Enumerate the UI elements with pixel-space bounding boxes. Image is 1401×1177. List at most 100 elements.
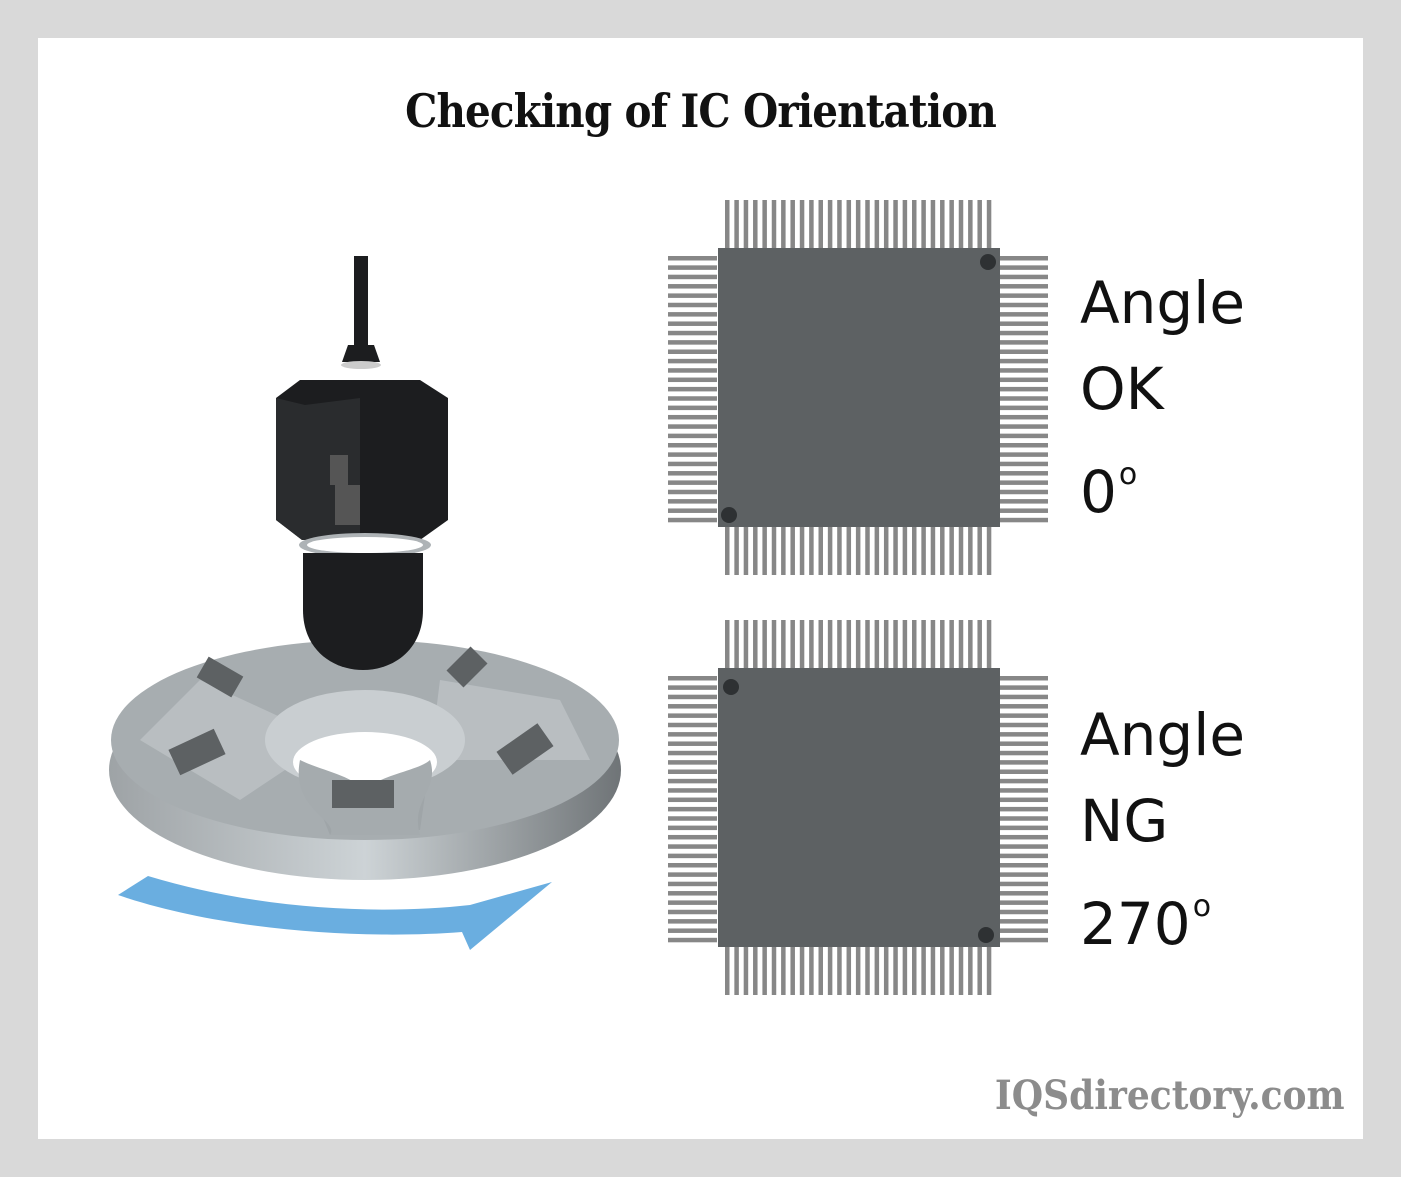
pin [1000,928,1048,933]
pin [1000,722,1048,728]
pin [1000,797,1048,803]
pin [1000,769,1048,774]
pin [668,816,717,821]
pin [781,947,786,995]
chip-body [718,248,1000,527]
pin [668,825,717,831]
pin [912,200,917,248]
pin [790,947,795,995]
pin [668,330,717,336]
pin [874,620,880,668]
pin [668,863,717,868]
pin [668,788,717,793]
pin [668,797,717,803]
pin [958,200,964,248]
ic-chip-ng [668,620,1048,995]
pin [893,947,898,995]
pin [668,750,717,756]
pin [668,517,717,523]
pin [930,200,936,248]
pin [855,527,861,575]
pin [977,947,982,995]
pin [940,200,945,248]
pin [668,937,717,943]
pin [912,947,917,995]
pin [668,694,717,700]
pin [855,200,861,248]
pin [668,293,717,298]
orientation-dot [978,927,994,943]
pin [781,620,786,668]
pin [1000,825,1048,831]
chip-ng-label: Angle NG 270o [1080,692,1245,967]
pin [771,527,777,575]
pin [668,834,717,840]
pin [668,321,717,326]
pin [668,386,717,392]
pin [968,947,973,995]
pin [1000,452,1048,457]
pin [1000,302,1048,308]
pin [668,368,717,373]
pin [1000,340,1048,345]
degree-symbol: o [1118,457,1138,492]
pin [734,527,739,575]
pin [668,713,717,718]
pin [883,620,889,668]
pin [1000,293,1048,298]
pin [668,349,717,354]
pin [902,947,908,995]
pin [799,620,805,668]
pin [1000,816,1048,821]
pin [1000,704,1048,709]
pin [725,527,730,575]
pin [940,527,945,575]
pin [668,405,717,411]
pin [668,685,717,690]
pin [1000,788,1048,793]
pin [1000,881,1048,887]
pin [1000,349,1048,354]
pin [762,620,767,668]
pin [986,527,992,575]
pin [1000,863,1048,868]
pin [883,947,889,995]
pin [753,527,758,575]
pin [668,881,717,887]
pin [921,620,926,668]
pin [743,527,749,575]
pin [809,947,814,995]
pin [668,424,717,429]
pin [668,919,717,924]
pin [855,620,861,668]
pin [1000,386,1048,392]
pin [986,947,992,995]
pin [1000,414,1048,420]
turntable [109,640,621,880]
pin [762,527,767,575]
pin [1000,358,1048,364]
pin [837,200,842,248]
pin [846,527,852,575]
ic-slot [168,728,226,776]
pin [1000,676,1048,681]
angle-value: 270o [1080,864,1245,967]
pin [958,947,964,995]
pin [668,928,717,933]
pin [818,620,823,668]
pin [940,620,945,668]
pin [1000,872,1048,877]
pin [1000,443,1048,448]
pin [809,200,814,248]
pin [1000,853,1048,859]
camera [276,256,448,670]
pin [668,377,717,383]
pin [668,741,717,746]
pin [902,527,908,575]
pin [668,340,717,345]
pin [874,527,880,575]
pin [958,620,964,668]
pin [930,947,936,995]
pin [743,947,749,995]
pin [725,200,730,248]
